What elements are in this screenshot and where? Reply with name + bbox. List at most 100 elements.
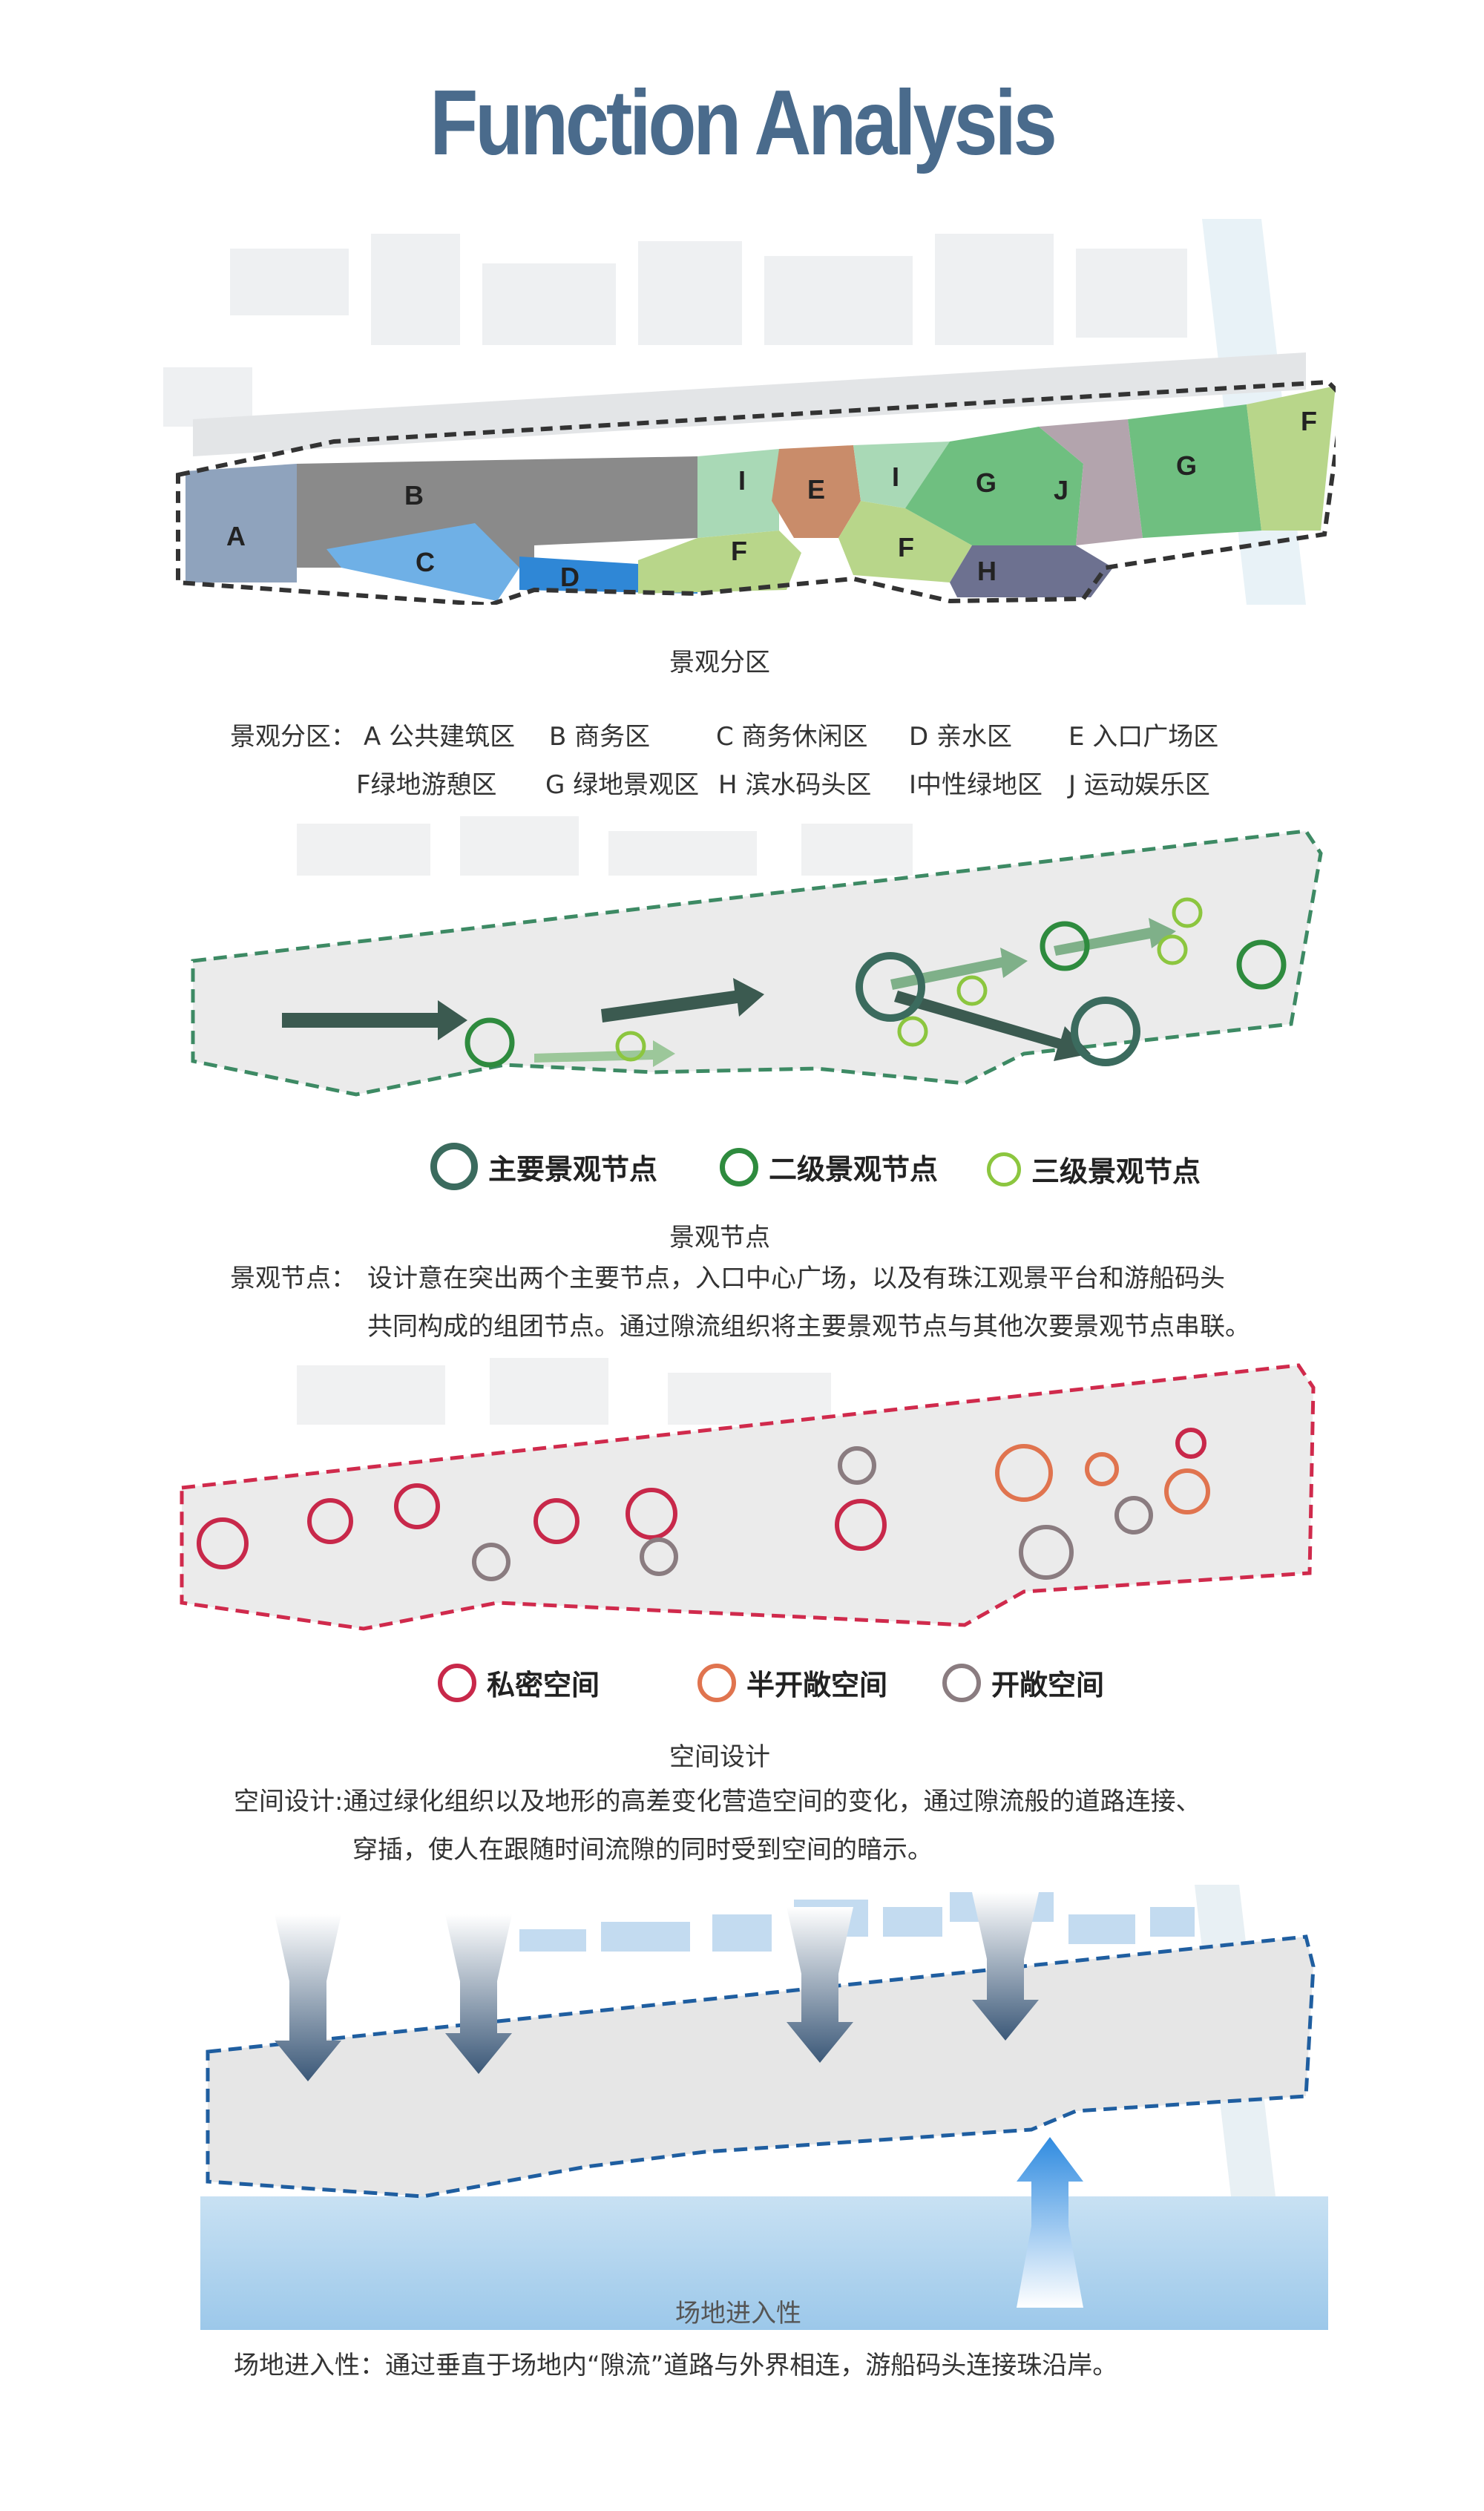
tertiary-node <box>1157 934 1188 965</box>
zone-label-G2: G <box>1176 450 1197 481</box>
primary-node <box>856 952 925 1022</box>
flow-arrow <box>601 978 764 1023</box>
tertiary-node <box>897 1016 928 1047</box>
site-boundary <box>176 379 1336 605</box>
space-site-area <box>182 1365 1313 1629</box>
city-blocks <box>163 234 1187 427</box>
zoning-item: J 运动娱乐区 <box>1068 770 1210 800</box>
open-space <box>640 1537 678 1576</box>
tertiary-node <box>956 975 988 1006</box>
nodes-boundary <box>191 829 1323 1097</box>
access-desc-line: 场地进入性：通过垂直于场地内“隙流”道路与外界相连，游船码头连接珠沿岸。 <box>234 2351 1118 2380</box>
semi-open-space <box>995 1444 1053 1502</box>
zoning-item: D 亲水区 <box>909 722 1012 752</box>
zoning-item: E 入口广场区 <box>1068 722 1219 752</box>
nodes-map-svg <box>191 816 1323 1097</box>
private-space <box>1175 1428 1206 1459</box>
open-space <box>472 1543 510 1581</box>
legend-ring-icon <box>430 1143 478 1190</box>
river <box>200 2196 1328 2330</box>
zone-E <box>772 445 861 538</box>
private-space <box>626 1488 677 1540</box>
legend-ring-icon <box>987 1152 1021 1186</box>
zone-J <box>1039 419 1143 545</box>
legend-label: 三级景观节点 <box>1031 1155 1201 1188</box>
space-desc-line: 空间设计:通过绿化组织以及地形的高差变化营造空间的变化，通过隙流般的道路连接、 <box>234 1787 1201 1816</box>
private-space <box>307 1498 353 1544</box>
node-legend-primary: 主要景观节点 <box>430 1143 657 1190</box>
legend-label: 主要景观节点 <box>488 1152 658 1186</box>
zone-C <box>326 523 519 601</box>
zone-label-B: B <box>404 480 424 511</box>
node-legend-secondary: 二级景观节点 <box>720 1146 938 1187</box>
zoning-item: F绿地游憩区 <box>356 770 497 800</box>
node-legend-tertiary: 三级景观节点 <box>987 1149 1201 1189</box>
zone-F2 <box>838 501 972 582</box>
zoning-desc-label: 景观分区： <box>230 722 356 752</box>
nodes-desc-line: 设计意在突出两个主要节点，入口中心广场，以及有珠江观景平台和游船码头 <box>367 1264 1225 1293</box>
zone-label-H: H <box>977 556 997 586</box>
legend-ring-icon <box>720 1147 758 1186</box>
zone-I2 <box>853 442 950 508</box>
space-legend-semi-open: 半开敞空间 <box>697 1662 887 1703</box>
zoning-item: A 公共建筑区 <box>364 722 516 752</box>
zoning-item: H 滨水码头区 <box>718 770 872 800</box>
zone-I1 <box>697 449 779 538</box>
private-space <box>394 1483 440 1529</box>
nodes-caption: 景观节点 <box>669 1223 770 1253</box>
zone-G2 <box>1128 404 1261 538</box>
access-site-area <box>208 1937 1313 2196</box>
semi-open-space <box>1085 1452 1119 1486</box>
zone-label-E: E <box>807 474 825 505</box>
access-map <box>200 1885 1328 2330</box>
legend-ring-icon <box>942 1663 981 1702</box>
entry-arrow-icon <box>972 1892 1039 2041</box>
zone-label-I2: I <box>892 462 899 492</box>
legend-ring-icon <box>697 1663 736 1702</box>
legend-ring-icon <box>438 1663 476 1702</box>
primary-node <box>1071 997 1140 1066</box>
entry-arrow-icon <box>275 1914 341 2081</box>
zoning-item: G 绿地景观区 <box>545 770 700 800</box>
zoning-item: B 商务区 <box>549 722 651 752</box>
zone-label-G1: G <box>976 467 997 498</box>
open-space <box>838 1446 876 1485</box>
space-desc-line: 穿插，使人在跟随时间流隙的同时受到空间的暗示。 <box>352 1835 933 1865</box>
zone-G1 <box>905 427 1083 545</box>
zone-label-C: C <box>416 547 435 577</box>
open-space <box>1114 1496 1153 1534</box>
zone-label-J: J <box>1054 475 1068 505</box>
access-caption: 场地进入性 <box>675 2299 801 2328</box>
legend-label: 开敞空间 <box>991 1669 1105 1701</box>
nodes-desc-label: 景观节点： <box>230 1264 356 1293</box>
flow-arrow <box>534 1040 675 1067</box>
flow-arrow <box>890 948 1028 990</box>
secondary-node <box>1040 921 1090 971</box>
zone-label-D: D <box>560 562 580 592</box>
access-boundary <box>206 1934 1316 2199</box>
space-map-svg <box>180 1358 1316 1631</box>
private-space <box>533 1498 580 1544</box>
pier-arrow-icon <box>1017 2137 1083 2308</box>
zoning-item: I中性绿地区 <box>909 770 1043 800</box>
nodes-map <box>148 809 1336 1106</box>
space-legend-private: 私密空间 <box>438 1662 600 1703</box>
zone-label-A: A <box>226 521 246 551</box>
semi-open-space <box>1164 1468 1210 1514</box>
space-boundary <box>180 1363 1316 1631</box>
access-map-svg <box>200 1885 1328 2330</box>
legend-label: 二级景观节点 <box>769 1153 939 1186</box>
open-space <box>1019 1525 1074 1580</box>
zone-label-F2: F <box>898 532 914 562</box>
zone-H <box>950 545 1113 597</box>
zone-F3 <box>1247 386 1336 531</box>
legend-label: 半开敞空间 <box>746 1669 888 1701</box>
zone-F1 <box>638 531 801 594</box>
zone-label-F3: F <box>1301 406 1317 436</box>
buildings <box>519 1892 1195 1952</box>
space-map <box>148 1343 1336 1655</box>
page-title: Function Analysis <box>430 72 1057 174</box>
space-caption: 空间设计 <box>669 1742 770 1772</box>
nodes-desc-line: 共同构成的组团节点。通过隙流组织将主要景观节点与其他次要景观节点串联。 <box>367 1312 1250 1342</box>
zoning-caption: 景观分区 <box>669 648 770 677</box>
